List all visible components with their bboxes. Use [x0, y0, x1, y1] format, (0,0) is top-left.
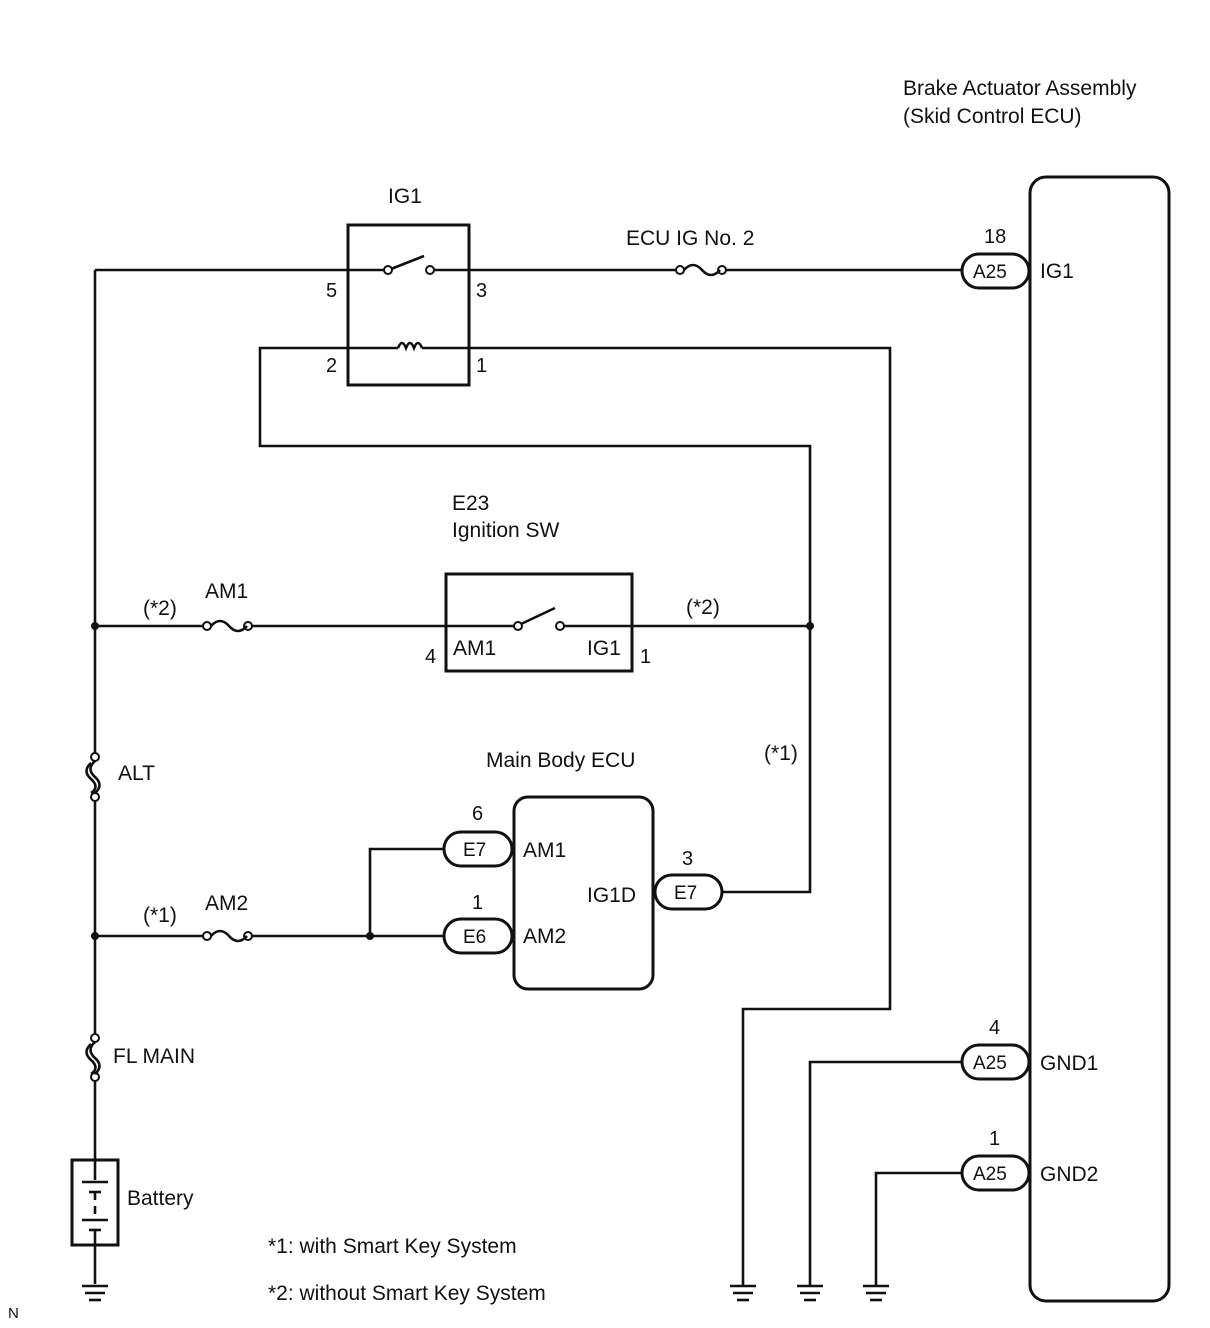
- ignition-sw-am1-label: AM1: [453, 637, 496, 660]
- ecu-am1-connector-code: E7: [463, 840, 486, 861]
- fuse-ecu-ig-no2-icon: [675, 263, 727, 277]
- ig1-relay-label: IG1: [388, 185, 422, 208]
- note-smart-key: *1: with Smart Key System: [268, 1235, 517, 1258]
- ignition-sw-pin-4: 4: [425, 646, 436, 668]
- actuator-gnd1-pin: 4: [989, 1017, 1000, 1039]
- main-body-ecu-box: [512, 795, 655, 991]
- junction-ig1-branch: [806, 622, 814, 630]
- battery-icon: [70, 1158, 120, 1247]
- actuator-gnd1-label: GND1: [1040, 1052, 1098, 1075]
- actuator-ig1-connector-code: A25: [973, 262, 1007, 283]
- actuator-gnd2-pin: 1: [989, 1128, 1000, 1150]
- fuse-am2-label: AM2: [205, 892, 248, 915]
- relay-coil-icon: [348, 341, 469, 352]
- ig1-relay-pin-1: 1: [476, 355, 487, 377]
- ecu-am2-pin: 1: [472, 892, 483, 914]
- ecu-ig1d-pin: 3: [682, 848, 693, 870]
- fuse-am2-icon: [202, 929, 253, 943]
- actuator-gnd1-connector: [960, 1043, 1031, 1081]
- ignition-sw-code: E23: [452, 492, 489, 515]
- main-body-ecu-label: Main Body ECU: [486, 749, 635, 772]
- actuator-ig1-connector: [960, 252, 1031, 290]
- ignition-sw-ig1-label: IG1: [587, 637, 621, 660]
- marker-star1-am2: (*1): [143, 904, 177, 927]
- ig1-relay-pin-3: 3: [476, 280, 487, 302]
- ground-battery-icon: [82, 1284, 108, 1302]
- actuator-gnd2-connector-code: A25: [973, 1164, 1007, 1185]
- fuse-fl-main-icon: [85, 1033, 101, 1082]
- ignition-sw-pin-1: 1: [640, 646, 651, 668]
- ig1-relay-pin-5: 5: [326, 280, 337, 302]
- ecu-am2-connector-code: E6: [463, 927, 486, 948]
- ecu-am1-label: AM1: [523, 839, 566, 862]
- ground-gnd1-icon: [797, 1284, 823, 1302]
- actuator-ig1-label: IG1: [1040, 260, 1074, 283]
- brake-actuator-box: [1028, 175, 1171, 1303]
- ecu-am1-pin: 6: [472, 803, 483, 825]
- fuse-ecu-ig-no2-label: ECU IG No. 2: [626, 227, 754, 250]
- ig1-relay-pin-2: 2: [326, 355, 337, 377]
- ground-gnd2-icon: [863, 1284, 889, 1302]
- ecu-ig1d-connector: [653, 873, 724, 911]
- marker-star2-ig1: (*2): [686, 596, 720, 619]
- ignition-sw-name: Ignition SW: [452, 519, 560, 542]
- ecu-ig1d-connector-code: E7: [674, 883, 697, 904]
- ecu-am1-connector: [442, 830, 514, 868]
- ignition-switch-contact-icon: [446, 606, 632, 631]
- corner-mark: N: [8, 1305, 19, 1322]
- fuse-alt-icon: [85, 752, 101, 802]
- fuse-am1-icon: [202, 619, 253, 633]
- ecu-am2-connector: [442, 917, 514, 955]
- actuator-gnd2-label: GND2: [1040, 1163, 1098, 1186]
- ignition-sw-box: [444, 572, 634, 673]
- battery-label: Battery: [127, 1187, 194, 1210]
- actuator-gnd1-connector-code: A25: [973, 1053, 1007, 1074]
- actuator-title-line2: (Skid Control ECU): [903, 105, 1082, 128]
- fuse-am1-label: AM1: [205, 580, 248, 603]
- ecu-ig1d-label: IG1D: [587, 884, 636, 907]
- note-no-smart-key: *2: without Smart Key System: [268, 1282, 546, 1305]
- marker-star1-branch: (*1): [764, 742, 798, 765]
- actuator-gnd2-connector: [960, 1154, 1031, 1192]
- ground-relay-icon: [730, 1284, 756, 1302]
- actuator-ig1-pin: 18: [984, 226, 1006, 248]
- fuse-alt-label: ALT: [118, 762, 155, 785]
- relay-switch-contact-icon: [348, 254, 469, 275]
- ecu-am2-label: AM2: [523, 925, 566, 948]
- ig1-relay-box: [346, 223, 471, 387]
- marker-star2-am1: (*2): [143, 597, 177, 620]
- fuse-fl-main-label: FL MAIN: [113, 1045, 195, 1068]
- actuator-title-line1: Brake Actuator Assembly: [903, 77, 1137, 100]
